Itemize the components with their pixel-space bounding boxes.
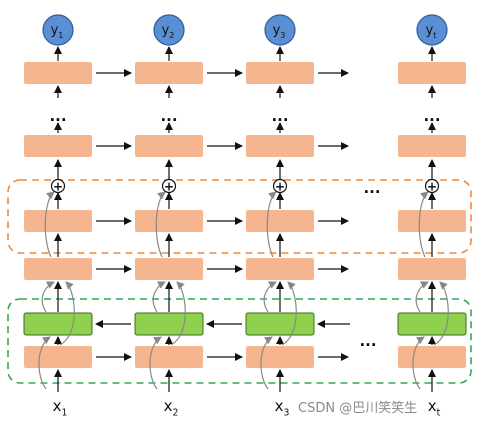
input-label-3-sub: 3 — [283, 408, 289, 419]
skip-bidi-3 — [263, 281, 277, 313]
lstm-cell-enc-2 — [135, 346, 203, 368]
lstm-cell-res-1 — [24, 210, 92, 232]
input-label-1-base: x — [53, 397, 62, 415]
output-label-2-base: y — [162, 23, 170, 38]
lstm-cell-top-1 — [24, 62, 92, 84]
lstm-cell-l2-3 — [246, 258, 314, 280]
input-label-2: x2 — [164, 397, 179, 419]
output-node-1 — [42, 14, 74, 46]
watermark: CSDN @巴川笑笑生 — [298, 401, 418, 416]
skip-enc-left-3 — [260, 336, 273, 390]
input-label-3-base: x — [275, 397, 284, 415]
lstm-cell-mid-2 — [135, 135, 203, 157]
skip-bidi-1 — [41, 281, 55, 313]
connection-arrows — [54, 46, 436, 392]
skip-to-plus-1 — [44, 191, 55, 258]
skip-enc-left-1 — [38, 336, 51, 390]
skip-enc-right-4 — [433, 281, 449, 346]
bidi-cell-bidi-4 — [397, 312, 467, 336]
skip-enc-left-4 — [412, 336, 425, 390]
output-node-4 — [416, 14, 448, 46]
input-label-4-sub: t — [437, 408, 441, 419]
ellipsis-2: ... — [160, 107, 177, 125]
output-label-1-base: y — [51, 23, 59, 38]
lstm-cell-top-3 — [246, 62, 314, 84]
residual-skip-arrows — [38, 191, 449, 390]
ellipsis-3: ... — [271, 107, 288, 125]
output-label-4-sub: t — [433, 31, 436, 40]
output-label-4-base: y — [426, 23, 434, 38]
input-label-2-base: x — [164, 397, 173, 415]
skip-to-plus-2 — [155, 191, 166, 258]
output-label-4: yt — [426, 23, 437, 40]
ellipsis-5: ... — [363, 179, 380, 197]
ellipsis-6: ... — [359, 332, 376, 350]
plus-label-2: + — [164, 180, 174, 194]
plus-label-1: + — [53, 180, 63, 194]
ellipsis-1: ... — [49, 107, 66, 125]
skip-enc-right-2 — [170, 281, 186, 346]
input-label-3: x3 — [275, 397, 290, 419]
lstm-cell-enc-1 — [24, 346, 92, 368]
lstm-cell-mid-3 — [246, 135, 314, 157]
bidi-cell-bidi-1 — [23, 312, 93, 336]
lstm-cells — [23, 62, 467, 368]
skip-enc-right-1 — [59, 281, 75, 346]
lstm-cell-top-2 — [135, 62, 203, 84]
output-label-2: y2 — [162, 23, 175, 40]
plus-node-4 — [424, 178, 440, 194]
output-label-1-sub: 1 — [58, 31, 63, 40]
output-label-3-sub: 3 — [280, 31, 285, 40]
output-label-1: y1 — [51, 23, 64, 40]
output-label-3-base: y — [273, 23, 281, 38]
skip-to-plus-4 — [418, 191, 429, 258]
output-label-3: y3 — [273, 23, 286, 40]
skip-bidi-2 — [152, 281, 166, 313]
lstm-cell-enc-4 — [398, 346, 466, 368]
output-node-2 — [153, 14, 185, 46]
input-label-4-base: x — [428, 397, 437, 415]
output-node-3 — [264, 14, 296, 46]
lstm-cell-l2-2 — [135, 258, 203, 280]
plus-node-2 — [161, 178, 177, 194]
lstm-cell-res-2 — [135, 210, 203, 232]
input-label-1: x1 — [53, 397, 68, 419]
skip-to-plus-3 — [266, 191, 277, 258]
lstm-cell-res-4 — [398, 210, 466, 232]
input-label-1-sub: 1 — [61, 408, 67, 419]
bidi-cell-bidi-2 — [134, 312, 204, 336]
lstm-cell-mid-1 — [24, 135, 92, 157]
lstm-cell-enc-3 — [246, 346, 314, 368]
bidirectional-group-box — [7, 298, 472, 384]
plus-node-1 — [50, 178, 66, 194]
ellipsis-4: ... — [423, 107, 440, 125]
output-label-2-sub: 2 — [169, 31, 174, 40]
plus-label-3: + — [275, 180, 285, 194]
skip-bidi-4 — [415, 281, 429, 313]
lstm-cell-l2-4 — [398, 258, 466, 280]
lstm-cell-top-4 — [398, 62, 466, 84]
lstm-cell-l2-1 — [24, 258, 92, 280]
input-label-2-sub: 2 — [172, 408, 178, 419]
skip-enc-right-3 — [281, 281, 297, 346]
plus-node-3 — [272, 178, 288, 194]
lstm-cell-mid-4 — [398, 135, 466, 157]
residual-group-box — [7, 179, 472, 254]
bidi-cell-bidi-3 — [245, 312, 315, 336]
skip-enc-left-2 — [149, 336, 162, 390]
lstm-cell-res-3 — [246, 210, 314, 232]
plus-label-4: + — [427, 180, 437, 194]
input-label-4: xt — [428, 397, 441, 419]
output-nodes — [42, 14, 448, 194]
